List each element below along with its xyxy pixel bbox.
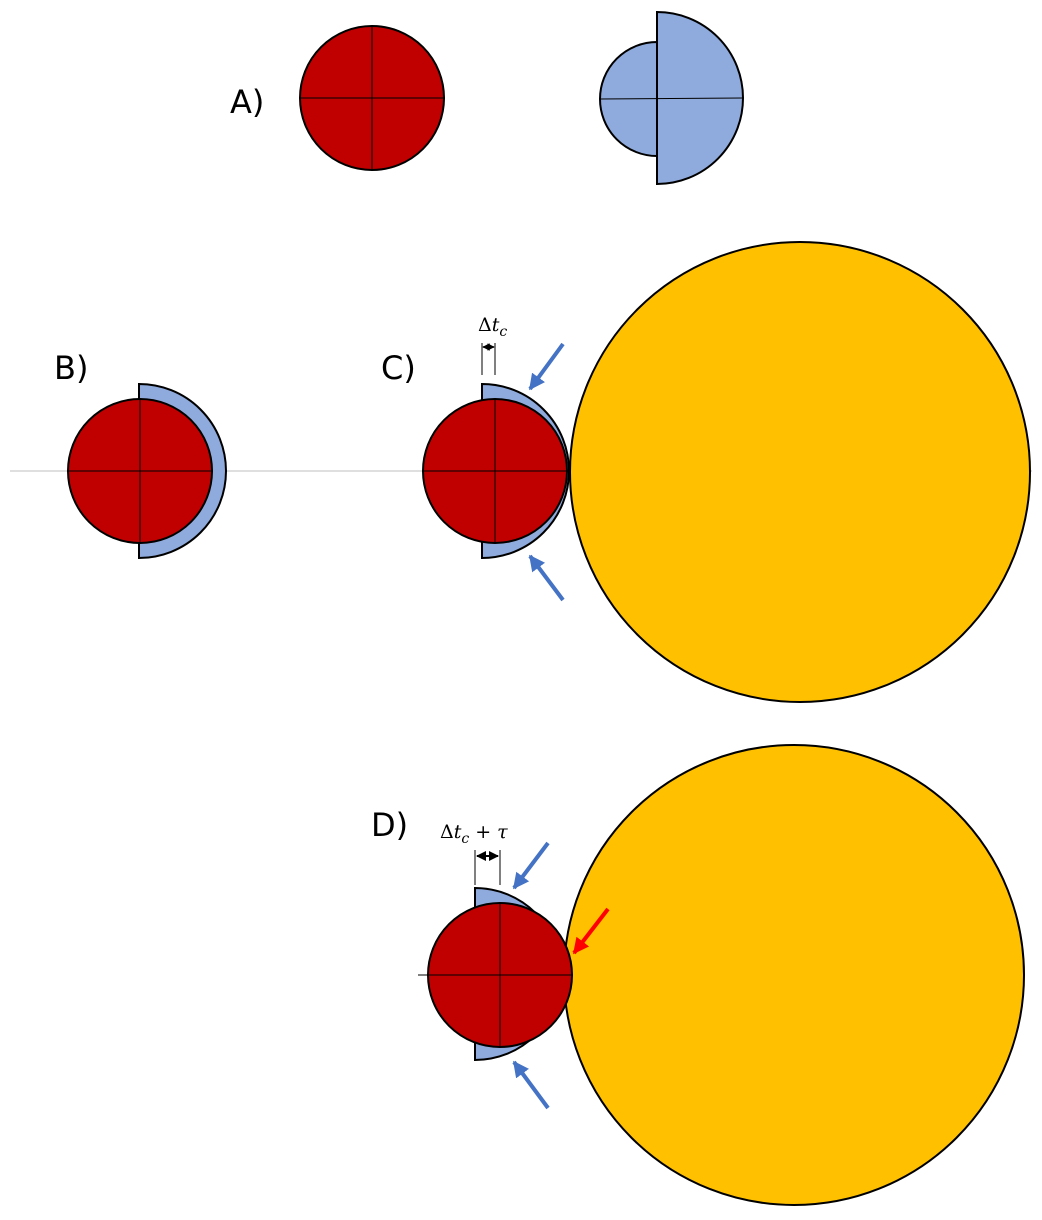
star-c xyxy=(569,241,1031,703)
blue-arrow-d-top xyxy=(512,841,550,890)
delta-tc-marker xyxy=(481,343,496,375)
planet-c xyxy=(422,398,568,544)
panel-c-label: C) xyxy=(381,349,416,387)
panel-d: D) Δtc+τ xyxy=(371,744,1025,1206)
star-d xyxy=(563,744,1025,1206)
panel-a-label: A) xyxy=(230,83,264,121)
delta-tc-tau-label: Δtc+τ xyxy=(440,821,508,847)
blue-arrow-c-top xyxy=(528,342,565,391)
planet-a xyxy=(299,25,445,171)
blue-arrow-d-bottom xyxy=(512,1060,550,1110)
blue-arrow-c-bottom xyxy=(528,554,565,602)
panel-d-label: D) xyxy=(371,806,408,844)
delta-tc-label: Δtc xyxy=(478,314,507,340)
delta-tc-tau-marker xyxy=(474,850,501,885)
panel-b-label: B) xyxy=(54,349,88,387)
panel-a: A) xyxy=(230,10,744,186)
panel-c: C) Δtc xyxy=(381,241,1031,703)
planet-b xyxy=(67,398,213,544)
red-arrow-d xyxy=(572,907,610,955)
shadow-shape-a xyxy=(599,10,744,186)
panel-b: B) xyxy=(54,349,227,560)
